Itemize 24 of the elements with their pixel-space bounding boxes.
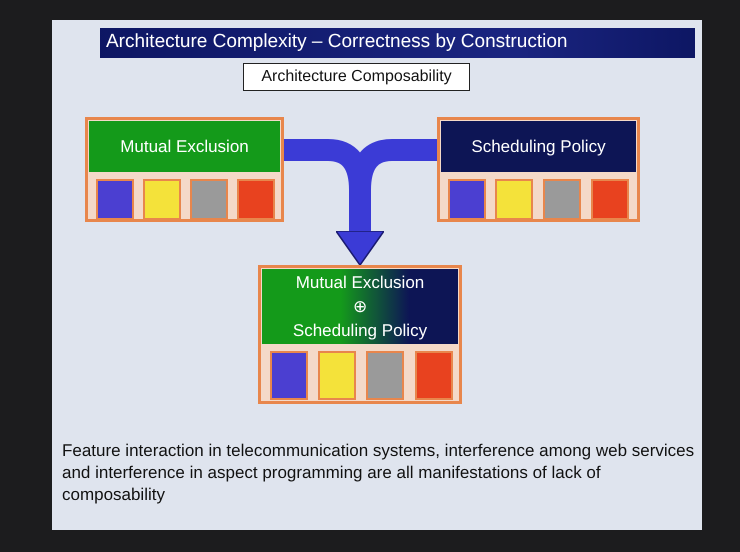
component-panel	[437, 117, 640, 222]
color-square	[318, 351, 356, 400]
color-square	[270, 351, 308, 400]
color-square	[591, 179, 629, 220]
heading-text: Mutual Exclusion	[120, 136, 249, 158]
heading-text: ⊕	[353, 296, 367, 318]
note-text: Feature interaction in telecommunication systems, interference among web services and interference in aspect programming are all manifestations of lack of composability	[62, 440, 696, 506]
heading-text: Mutual Exclusion	[296, 272, 424, 294]
label-text: Architecture Composability	[261, 68, 452, 86]
component-panel	[85, 117, 284, 222]
component-panel	[258, 265, 462, 404]
color-square	[415, 351, 453, 400]
heading-text: Scheduling Policy	[471, 136, 606, 158]
color-square	[448, 179, 486, 220]
color-square	[495, 179, 533, 220]
heading-text: Scheduling Policy	[292, 320, 428, 342]
label-box	[243, 63, 470, 91]
color-square	[366, 351, 404, 400]
color-square	[237, 179, 275, 220]
color-square	[543, 179, 581, 220]
color-square	[96, 179, 134, 220]
color-square	[143, 179, 181, 220]
color-square	[190, 179, 228, 220]
title-text: Architecture Complexity – Correctness by Construction	[106, 31, 568, 53]
